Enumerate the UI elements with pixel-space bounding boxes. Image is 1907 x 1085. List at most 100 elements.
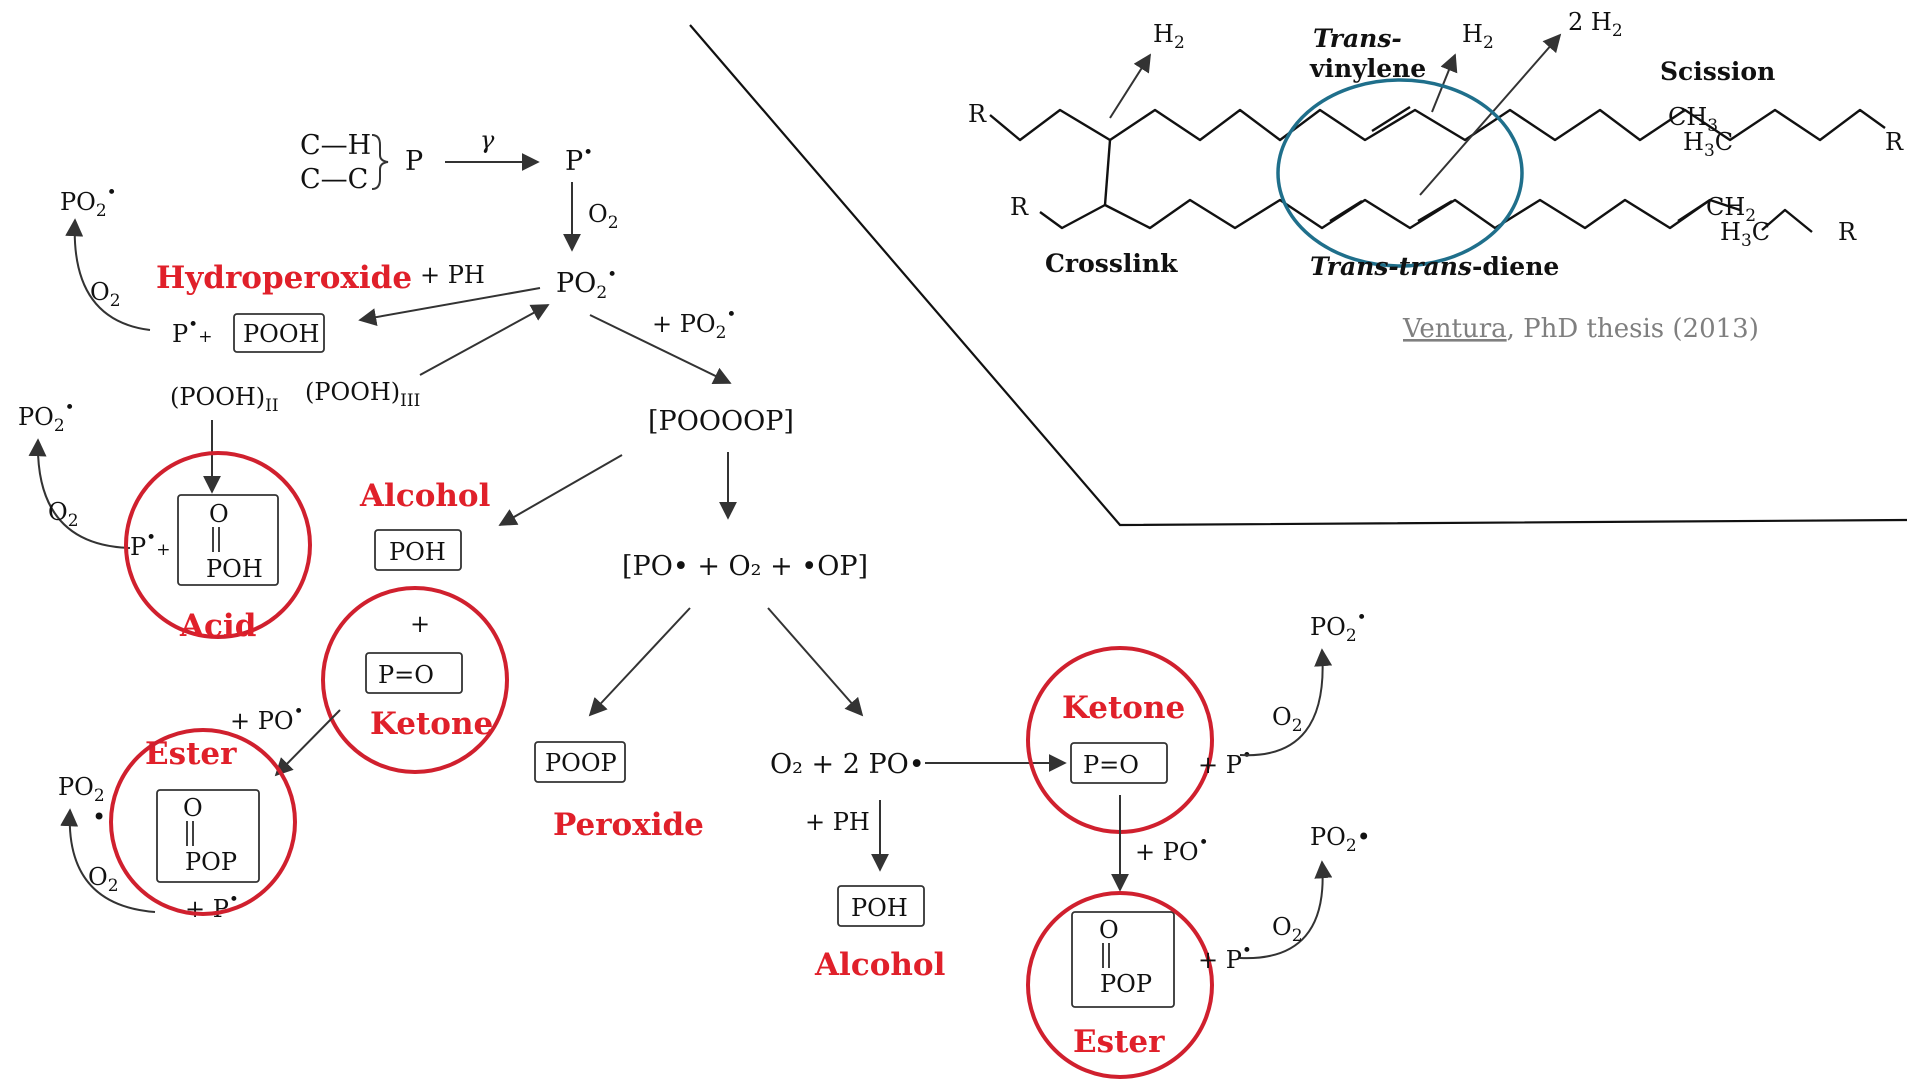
recycle-arrow-3 bbox=[60, 808, 156, 913]
po2-radical-right-1: PO2• bbox=[1310, 608, 1367, 646]
poh-formula-top: POH bbox=[389, 538, 446, 566]
scission-label: Scission bbox=[1660, 57, 1775, 86]
polymer-p: P bbox=[405, 146, 423, 177]
p-radical-ketone-right: + P• bbox=[1198, 746, 1252, 779]
p-radical-ester-left: + P• bbox=[185, 890, 239, 923]
radical-cage: [PO• + O₂ + •OP] bbox=[622, 551, 868, 582]
o2-recycle-5: O2 bbox=[1272, 913, 1303, 946]
peroxide-label: Peroxide bbox=[553, 807, 704, 843]
citation-author[interactable]: Ventura bbox=[1402, 314, 1507, 344]
ketone-formula-top: P=O bbox=[378, 661, 434, 689]
alcohol-label-top: Alcohol bbox=[359, 478, 490, 514]
plus-po-left: + PO• bbox=[230, 702, 304, 735]
arrow-to-pooh bbox=[358, 287, 541, 327]
polymer-structure: H2 H2 2 H2 Trans- vinylene Scission Cros… bbox=[968, 8, 1904, 344]
divider-line bbox=[689, 24, 1907, 527]
trans-highlight-ellipse bbox=[1276, 78, 1524, 268]
poop-box bbox=[534, 741, 626, 783]
ester-box-right bbox=[1071, 911, 1175, 1008]
ketone-formula-right: P=O bbox=[1083, 751, 1139, 779]
two-h2-label: 2 H2 bbox=[1568, 8, 1623, 41]
hydroperoxide-label: Hydroperoxide bbox=[156, 260, 412, 296]
ester-oxygen-right: O bbox=[1099, 916, 1119, 944]
ester-pop-right: POP bbox=[1100, 970, 1152, 998]
p-radical-plus: P•+ bbox=[172, 315, 212, 348]
r-group-3: R bbox=[1885, 128, 1904, 156]
plus-po-right: + PO• bbox=[1135, 833, 1209, 866]
recycle-arrow-1 bbox=[65, 218, 151, 331]
o2-recycle-3: O2 bbox=[88, 863, 119, 896]
pooh-ii: (POOH)II bbox=[170, 383, 279, 416]
plus-sign: + bbox=[410, 610, 430, 638]
h3c-group-1: H3C bbox=[1683, 128, 1733, 161]
acid-poh: POH bbox=[206, 555, 263, 583]
ester-oxygen-left: O bbox=[183, 794, 203, 822]
vinylene-label: vinylene bbox=[1309, 54, 1426, 83]
ketone-highlight-circle-top bbox=[321, 586, 509, 774]
polymer-radical: P• bbox=[565, 143, 593, 177]
p-radical-ester-right: + P• bbox=[1198, 941, 1252, 974]
ch-bond: C—H bbox=[300, 130, 371, 161]
plus-ph: + PH bbox=[420, 261, 485, 289]
recycle-arrow-2 bbox=[28, 438, 131, 549]
ch2-group: CH2 bbox=[1706, 193, 1756, 226]
ester-box-left bbox=[156, 789, 260, 883]
acid-label: Acid bbox=[179, 608, 256, 644]
arrow-to-alcohol bbox=[498, 454, 623, 526]
ester-highlight-circle-left bbox=[109, 728, 297, 916]
pooh-formula: POOH bbox=[243, 320, 319, 348]
crosslink-label: Crosslink bbox=[1045, 249, 1178, 278]
p-radical-plus-acid: P•+ bbox=[130, 528, 170, 561]
trans-label: Trans- bbox=[1313, 24, 1402, 53]
r-group-4: R bbox=[1838, 218, 1857, 246]
ketone-label-top: Ketone bbox=[370, 706, 493, 742]
initiation-step: C—H C—C P γ P• O2 PO2• bbox=[300, 126, 619, 303]
gamma-symbol: γ bbox=[480, 126, 495, 154]
h2-arrow-2 bbox=[1431, 53, 1458, 113]
po2-radical-acid: PO2• bbox=[18, 398, 75, 436]
arrow-to-ester bbox=[274, 709, 341, 777]
trans-trans-diene-label: Trans-trans-diene bbox=[1310, 252, 1559, 281]
pooh-box bbox=[233, 313, 325, 353]
r-group-2: R bbox=[1010, 193, 1029, 221]
citation: Ventura, PhD thesis (2013) bbox=[1402, 314, 1759, 344]
po2-radical-right-2: PO2• bbox=[1310, 823, 1371, 856]
h2-label-1: H2 bbox=[1153, 20, 1185, 53]
tetroxide: [POOOOP] bbox=[648, 406, 794, 437]
ketone-label-right: Ketone bbox=[1062, 690, 1185, 726]
ester-label-right: Ester bbox=[1073, 1024, 1165, 1060]
o2-recycle-4: O2 bbox=[1272, 703, 1303, 736]
arrow-to-tetroxide bbox=[589, 314, 732, 385]
poop-formula: POOP bbox=[545, 749, 617, 777]
poh-box-top bbox=[374, 529, 462, 571]
ester-product-left: + PO• Ester PO2 • O2 O POP + P• bbox=[58, 702, 304, 923]
h2-arrow-1 bbox=[1109, 53, 1151, 119]
ch3-group: CH3 bbox=[1668, 103, 1718, 136]
tetroxide-branch: + PO2• [POOOOP] [PO• + O₂ + •OP] POOP Pe… bbox=[498, 305, 868, 843]
recycle-arrow-4 bbox=[1239, 648, 1333, 757]
alcohol-label-lower: Alcohol bbox=[814, 947, 945, 983]
h2-label-2: H2 bbox=[1462, 20, 1494, 53]
recycle-arrow-5 bbox=[1239, 860, 1333, 960]
ketone-box-top bbox=[365, 652, 463, 694]
two-h2-arrow bbox=[1419, 33, 1562, 196]
lower-branch: O₂ + 2 PO• + PH POH Alcohol Ketone P=O +… bbox=[770, 608, 1371, 1079]
ketone-box-right bbox=[1070, 742, 1168, 784]
ester-pop-left: POP bbox=[185, 848, 237, 876]
ester-highlight-circle-right bbox=[1026, 891, 1214, 1079]
plus-po2: + PO2• bbox=[652, 305, 736, 343]
acid-box bbox=[177, 494, 279, 586]
po2-radical-top: PO2• bbox=[60, 183, 117, 221]
po2-radical-ester: PO2 bbox=[58, 773, 105, 806]
poh-box-lower bbox=[837, 885, 925, 927]
o2-recycle-1: O2 bbox=[90, 278, 121, 311]
alcohol-ketone-group: Alcohol POH + P=O Ketone bbox=[274, 478, 509, 777]
o2-2po: O₂ + 2 PO• bbox=[770, 749, 925, 780]
upper-chain bbox=[989, 108, 1886, 142]
poh-formula-lower: POH bbox=[851, 894, 908, 922]
h3c-group-2: H3C bbox=[1720, 218, 1770, 251]
brace bbox=[371, 134, 389, 190]
crosslink-bond bbox=[1103, 139, 1112, 206]
dot-ester: • bbox=[92, 803, 106, 831]
